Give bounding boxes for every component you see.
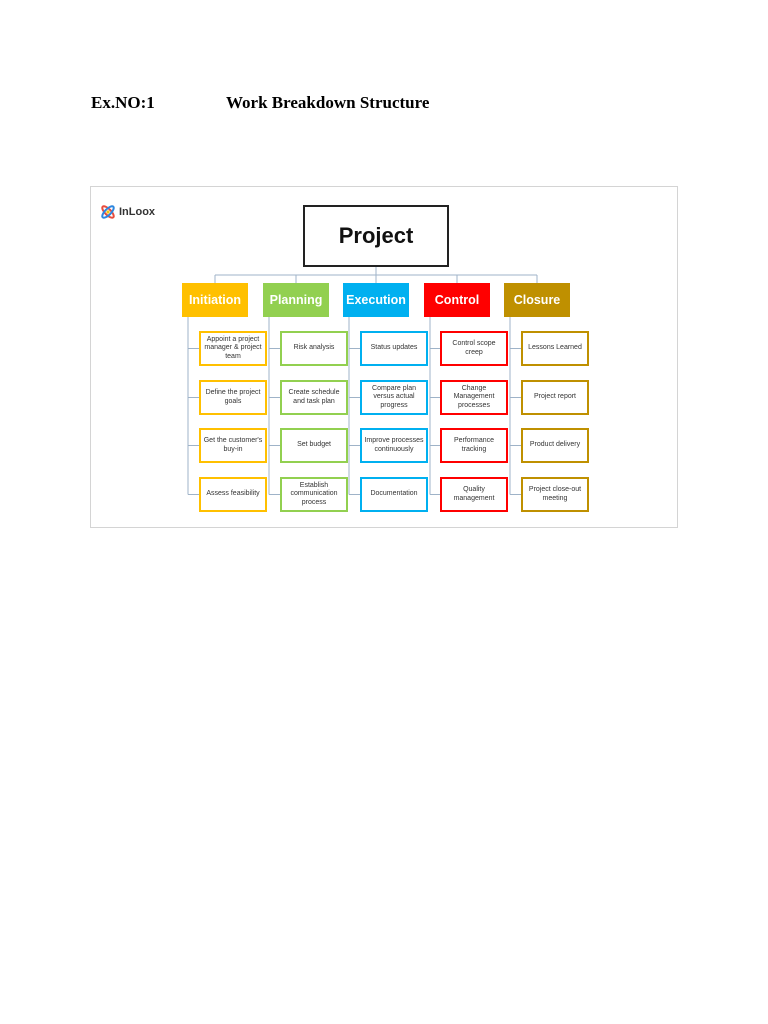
task-box: Set budget <box>280 428 348 463</box>
task-box: Assess feasibility <box>199 477 267 512</box>
task-box: Define the project goals <box>199 380 267 415</box>
task-box: Change Management processes <box>440 380 508 415</box>
connector-lines <box>187 267 538 495</box>
task-box: Establish communication process <box>280 477 348 512</box>
task-box: Risk analysis <box>280 331 348 366</box>
phase-initiation: Initiation <box>182 283 248 317</box>
task-box: Quality management <box>440 477 508 512</box>
task-box: Product delivery <box>521 428 589 463</box>
phase-closure: Closure <box>504 283 570 317</box>
task-box: Project close-out meeting <box>521 477 589 512</box>
task-box: Documentation <box>360 477 428 512</box>
task-box: Improve processes continuously <box>360 428 428 463</box>
document-title: Work Breakdown Structure <box>226 93 430 112</box>
task-box: Project report <box>521 380 589 415</box>
inloox-logo-text: InLoox <box>119 206 156 218</box>
task-box: Control scope creep <box>440 331 508 366</box>
inloox-logo-icon <box>101 205 115 219</box>
phase-control: Control <box>424 283 490 317</box>
task-box: Compare plan versus actual progress <box>360 380 428 415</box>
task-box: Status updates <box>360 331 428 366</box>
phase-execution: Execution <box>343 283 409 317</box>
task-box: Appoint a project manager & project team <box>199 331 267 366</box>
task-box: Get the customer's buy-in <box>199 428 267 463</box>
task-box: Create schedule and task plan <box>280 380 348 415</box>
exercise-number: Ex.NO:1 <box>91 93 155 112</box>
inloox-logo: InLoox <box>99 201 155 223</box>
phase-planning: Planning <box>263 283 329 317</box>
task-box: Lessons Learned <box>521 331 589 366</box>
root-node-project: Project <box>303 205 449 267</box>
task-box: Performance tracking <box>440 428 508 463</box>
